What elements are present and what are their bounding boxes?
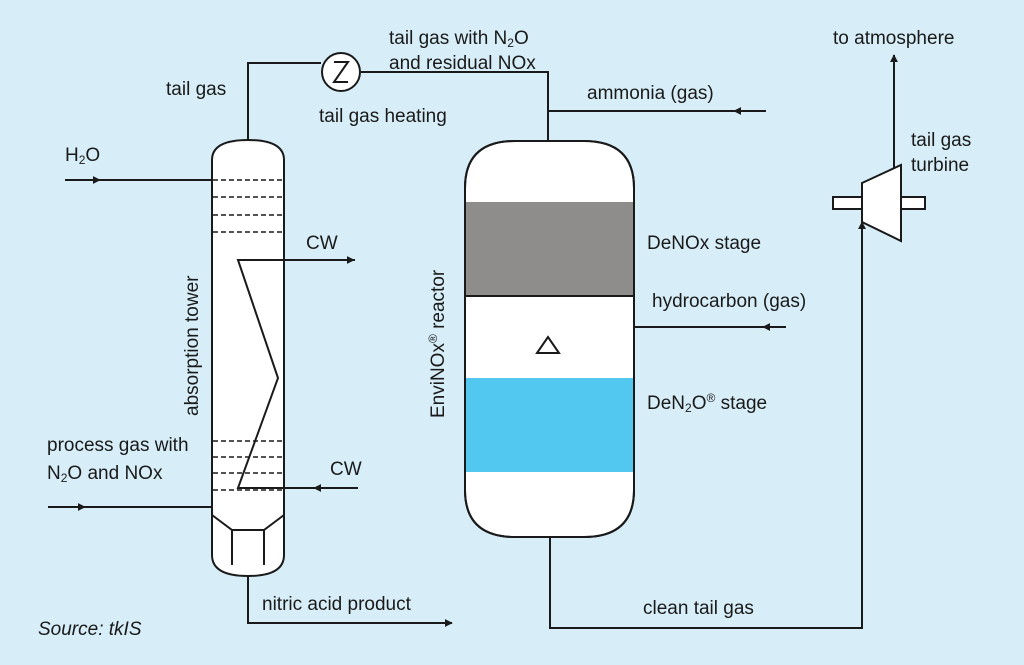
- den2o-bed: [465, 378, 634, 472]
- clean-tail-gas-line: [549, 221, 866, 629]
- heated-tail-gas-line: [361, 71, 549, 140]
- envinox-reactor-label: EnviNOx® reactor: [426, 269, 449, 418]
- hydrocarbon-distributor: [535, 335, 561, 354]
- den2o-stage-label: DeN2O® stage: [647, 391, 768, 415]
- tail-gas-turbine-label-line2: turbine: [911, 155, 970, 176]
- tail-gas-line: [247, 62, 321, 140]
- process-gas-label-line1: process gas with: [47, 435, 189, 456]
- tail-gas-turbine-label-line1: tail gas: [911, 130, 972, 151]
- h2o-label: H2O: [65, 145, 101, 167]
- denox-stage-label: DeNOx stage: [647, 233, 762, 254]
- process-gas-label-line2: N2O and NOx: [47, 463, 163, 485]
- tail-gas-turbine: [832, 163, 926, 243]
- tail-gas-heater: [321, 52, 361, 92]
- hydrocarbon-label: hydrocarbon (gas): [652, 291, 807, 312]
- to-atmosphere-label: to atmosphere: [833, 28, 955, 49]
- tail-gas-heating-label: tail gas heating: [319, 106, 447, 127]
- residual-nox-label: and residual NOx: [389, 53, 536, 74]
- absorption-tower: [211, 138, 358, 578]
- tail-gas-with-n2o-label: tail gas with N2O: [389, 28, 529, 50]
- nitric-acid-label: nitric acid product: [262, 594, 411, 615]
- tower-trays-upper: [213, 179, 283, 233]
- tower-trays-lower: [213, 440, 283, 491]
- cooling-coil: [236, 259, 355, 489]
- ammonia-label: ammonia (gas): [587, 83, 714, 104]
- tower-bottom-funnel: [211, 514, 285, 531]
- cw-bottom-label: CW: [330, 459, 362, 480]
- envinox-reactor: [464, 140, 635, 538]
- source-label: Source: tkIS: [38, 619, 142, 640]
- absorption-tower-label: absorption tower: [182, 275, 203, 416]
- tail-gas-label: tail gas: [166, 79, 227, 100]
- nitric-acid-line: [247, 575, 453, 627]
- denox-bed: [465, 202, 634, 295]
- cw-top-label: CW: [306, 233, 338, 254]
- clean-tail-gas-label: clean tail gas: [643, 598, 754, 619]
